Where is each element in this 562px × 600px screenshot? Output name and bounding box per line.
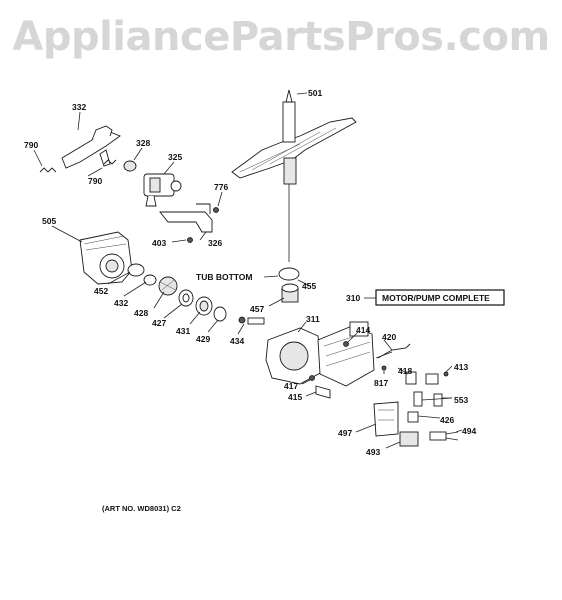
callout-432: 432 xyxy=(114,298,128,308)
bracket-413[interactable] xyxy=(425,371,449,385)
callout-776: 776 xyxy=(214,182,228,192)
ring-432[interactable] xyxy=(143,274,157,286)
pump-housing-505[interactable] xyxy=(79,231,133,285)
bracket-326[interactable] xyxy=(159,203,213,233)
washer-427[interactable] xyxy=(178,289,194,307)
callout-326: 326 xyxy=(208,238,222,248)
spring-790b[interactable] xyxy=(103,159,117,165)
clamp-328[interactable] xyxy=(123,160,137,172)
screw-414[interactable] xyxy=(343,341,349,347)
impeller-428[interactable] xyxy=(158,276,178,296)
callout-332: 332 xyxy=(72,102,86,112)
callout-452: 452 xyxy=(94,286,108,296)
motor-pump-label: MOTOR/PUMP COMPLETE xyxy=(382,293,490,303)
part-426[interactable] xyxy=(407,411,419,423)
seal-ring-455[interactable] xyxy=(278,267,300,281)
callout-501: 501 xyxy=(308,88,322,98)
spring-790a[interactable] xyxy=(39,167,57,173)
spray-arm-501[interactable] xyxy=(231,89,357,262)
callout-417: 417 xyxy=(284,381,298,391)
callout-457: 457 xyxy=(250,304,264,314)
seal-431[interactable] xyxy=(195,296,213,316)
screw-776[interactable] xyxy=(213,207,219,213)
callout-328: 328 xyxy=(136,138,150,148)
callout-414: 414 xyxy=(356,325,370,335)
screw-403[interactable] xyxy=(187,237,193,243)
screw-817[interactable] xyxy=(381,365,387,371)
clip-418[interactable] xyxy=(405,371,417,385)
callout-427: 427 xyxy=(152,318,166,328)
motor-pump-box xyxy=(375,289,505,306)
callout-817: 817 xyxy=(374,378,388,388)
bracket-415[interactable] xyxy=(315,385,331,399)
bracket-497[interactable] xyxy=(373,401,399,437)
watermark: AppliancePartsPros.com xyxy=(12,14,549,60)
callout-403: 403 xyxy=(152,238,166,248)
bearing-457[interactable] xyxy=(281,283,299,303)
screw-417[interactable] xyxy=(309,375,315,381)
tub-bottom-label: TUB BOTTOM xyxy=(196,272,253,282)
callout-426: 426 xyxy=(440,415,454,425)
callout-434: 434 xyxy=(230,336,244,346)
callout-455: 455 xyxy=(302,281,316,291)
callout-790a: 790 xyxy=(24,140,38,150)
water-valve-325[interactable] xyxy=(143,173,182,207)
callout-429: 429 xyxy=(196,334,210,344)
callout-553: 553 xyxy=(454,395,468,405)
seal-452[interactable] xyxy=(127,263,145,277)
clips-553[interactable] xyxy=(413,391,443,407)
callout-418: 418 xyxy=(398,366,412,376)
callout-311: 311 xyxy=(306,314,320,324)
callout-493: 493 xyxy=(366,447,380,457)
callout-325: 325 xyxy=(168,152,182,162)
callout-494: 494 xyxy=(462,426,476,436)
callout-505: 505 xyxy=(42,216,56,226)
callout-428: 428 xyxy=(134,308,148,318)
relay-493[interactable] xyxy=(399,431,419,447)
callout-413: 413 xyxy=(454,362,468,372)
connector-494[interactable] xyxy=(429,431,459,441)
callout-497: 497 xyxy=(338,428,352,438)
callout-415: 415 xyxy=(288,392,302,402)
seal-434[interactable] xyxy=(238,316,265,325)
callout-790b: 790 xyxy=(88,176,102,186)
motor-pump-311[interactable] xyxy=(265,321,375,387)
art-number-label: (ART NO. WD8031) C2 xyxy=(102,504,181,513)
callout-310: 310 xyxy=(346,293,360,303)
callout-420: 420 xyxy=(382,332,396,342)
impeller-429[interactable] xyxy=(213,306,227,322)
callout-431: 431 xyxy=(176,326,190,336)
wire-harness-420[interactable] xyxy=(375,343,411,359)
